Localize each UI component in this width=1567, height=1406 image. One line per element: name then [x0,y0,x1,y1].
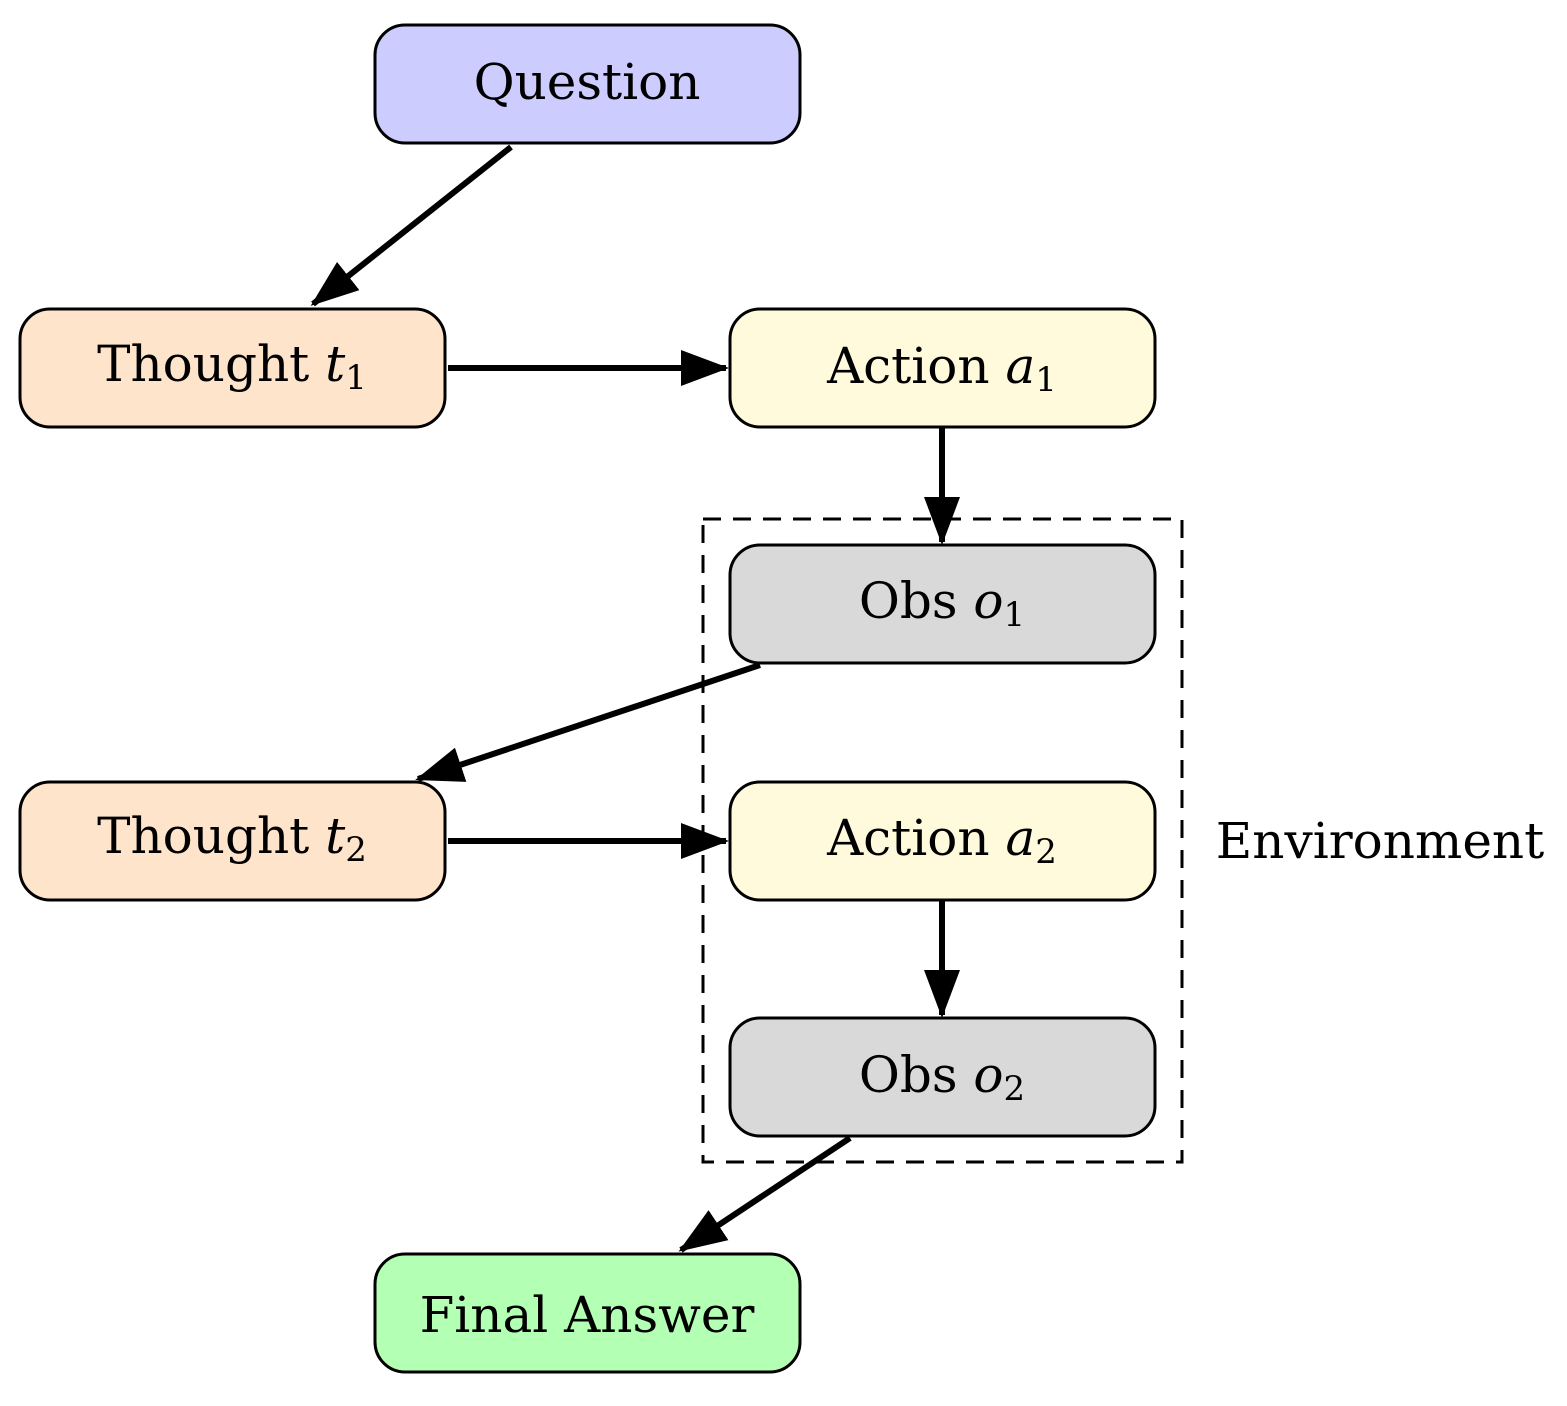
obs1-text: Obs [859,572,958,630]
action2-label: Action a2 [826,809,1057,872]
final-answer-label: Final Answer [420,1286,755,1344]
action1-node: Action a1 [728,307,1157,429]
obs2-var: o [973,1046,1003,1104]
action1-sub: 1 [1035,360,1057,400]
thought2-text: Thought [97,807,309,865]
edges [310,144,960,1253]
thought1-label: Thought t1 [97,335,367,398]
thought2-sub: 2 [345,830,367,870]
action2-var: a [1005,809,1035,867]
thought1-box [18,307,447,429]
action1-text: Action [826,337,990,395]
action2-node: Action a2 [728,780,1157,902]
thought2-var: t [325,807,346,865]
action1-box [728,307,1157,429]
action1-var: a [1005,337,1035,395]
obs1-var: o [973,572,1003,630]
question-box [373,23,802,145]
edge-obs2-to-final [678,1135,852,1253]
final-answer-node: Final Answer [373,1252,802,1374]
edge-obs1-to-thought2 [415,662,761,782]
thought2-label: Thought t2 [97,807,367,870]
final-answer-box [373,1252,802,1374]
obs2-box [728,1016,1157,1138]
obs1-label: Obs o1 [859,572,1025,635]
thought1-sub: 1 [345,358,367,398]
question-node: Question [373,23,802,145]
obs1-sub: 1 [1004,595,1026,635]
thought2-node: Thought t2 [18,780,447,902]
thought1-node: Thought t1 [18,307,447,429]
action2-box [728,780,1157,902]
obs2-node: Obs o2 [728,1016,1157,1138]
action2-text: Action [826,809,990,867]
environment-label: Environment [1216,812,1544,870]
obs1-node: Obs o1 [728,543,1157,665]
edge-question-to-thought1 [310,144,513,307]
thought2-box [18,780,447,902]
obs1-box [728,543,1157,665]
obs2-text: Obs [859,1046,958,1104]
obs2-label: Obs o2 [859,1046,1025,1109]
obs2-sub: 2 [1004,1069,1026,1109]
question-label: Question [474,53,701,111]
thought1-text: Thought [97,335,309,393]
action1-label: Action a1 [826,337,1057,400]
thought1-var: t [325,335,346,393]
action2-sub: 2 [1035,832,1057,872]
